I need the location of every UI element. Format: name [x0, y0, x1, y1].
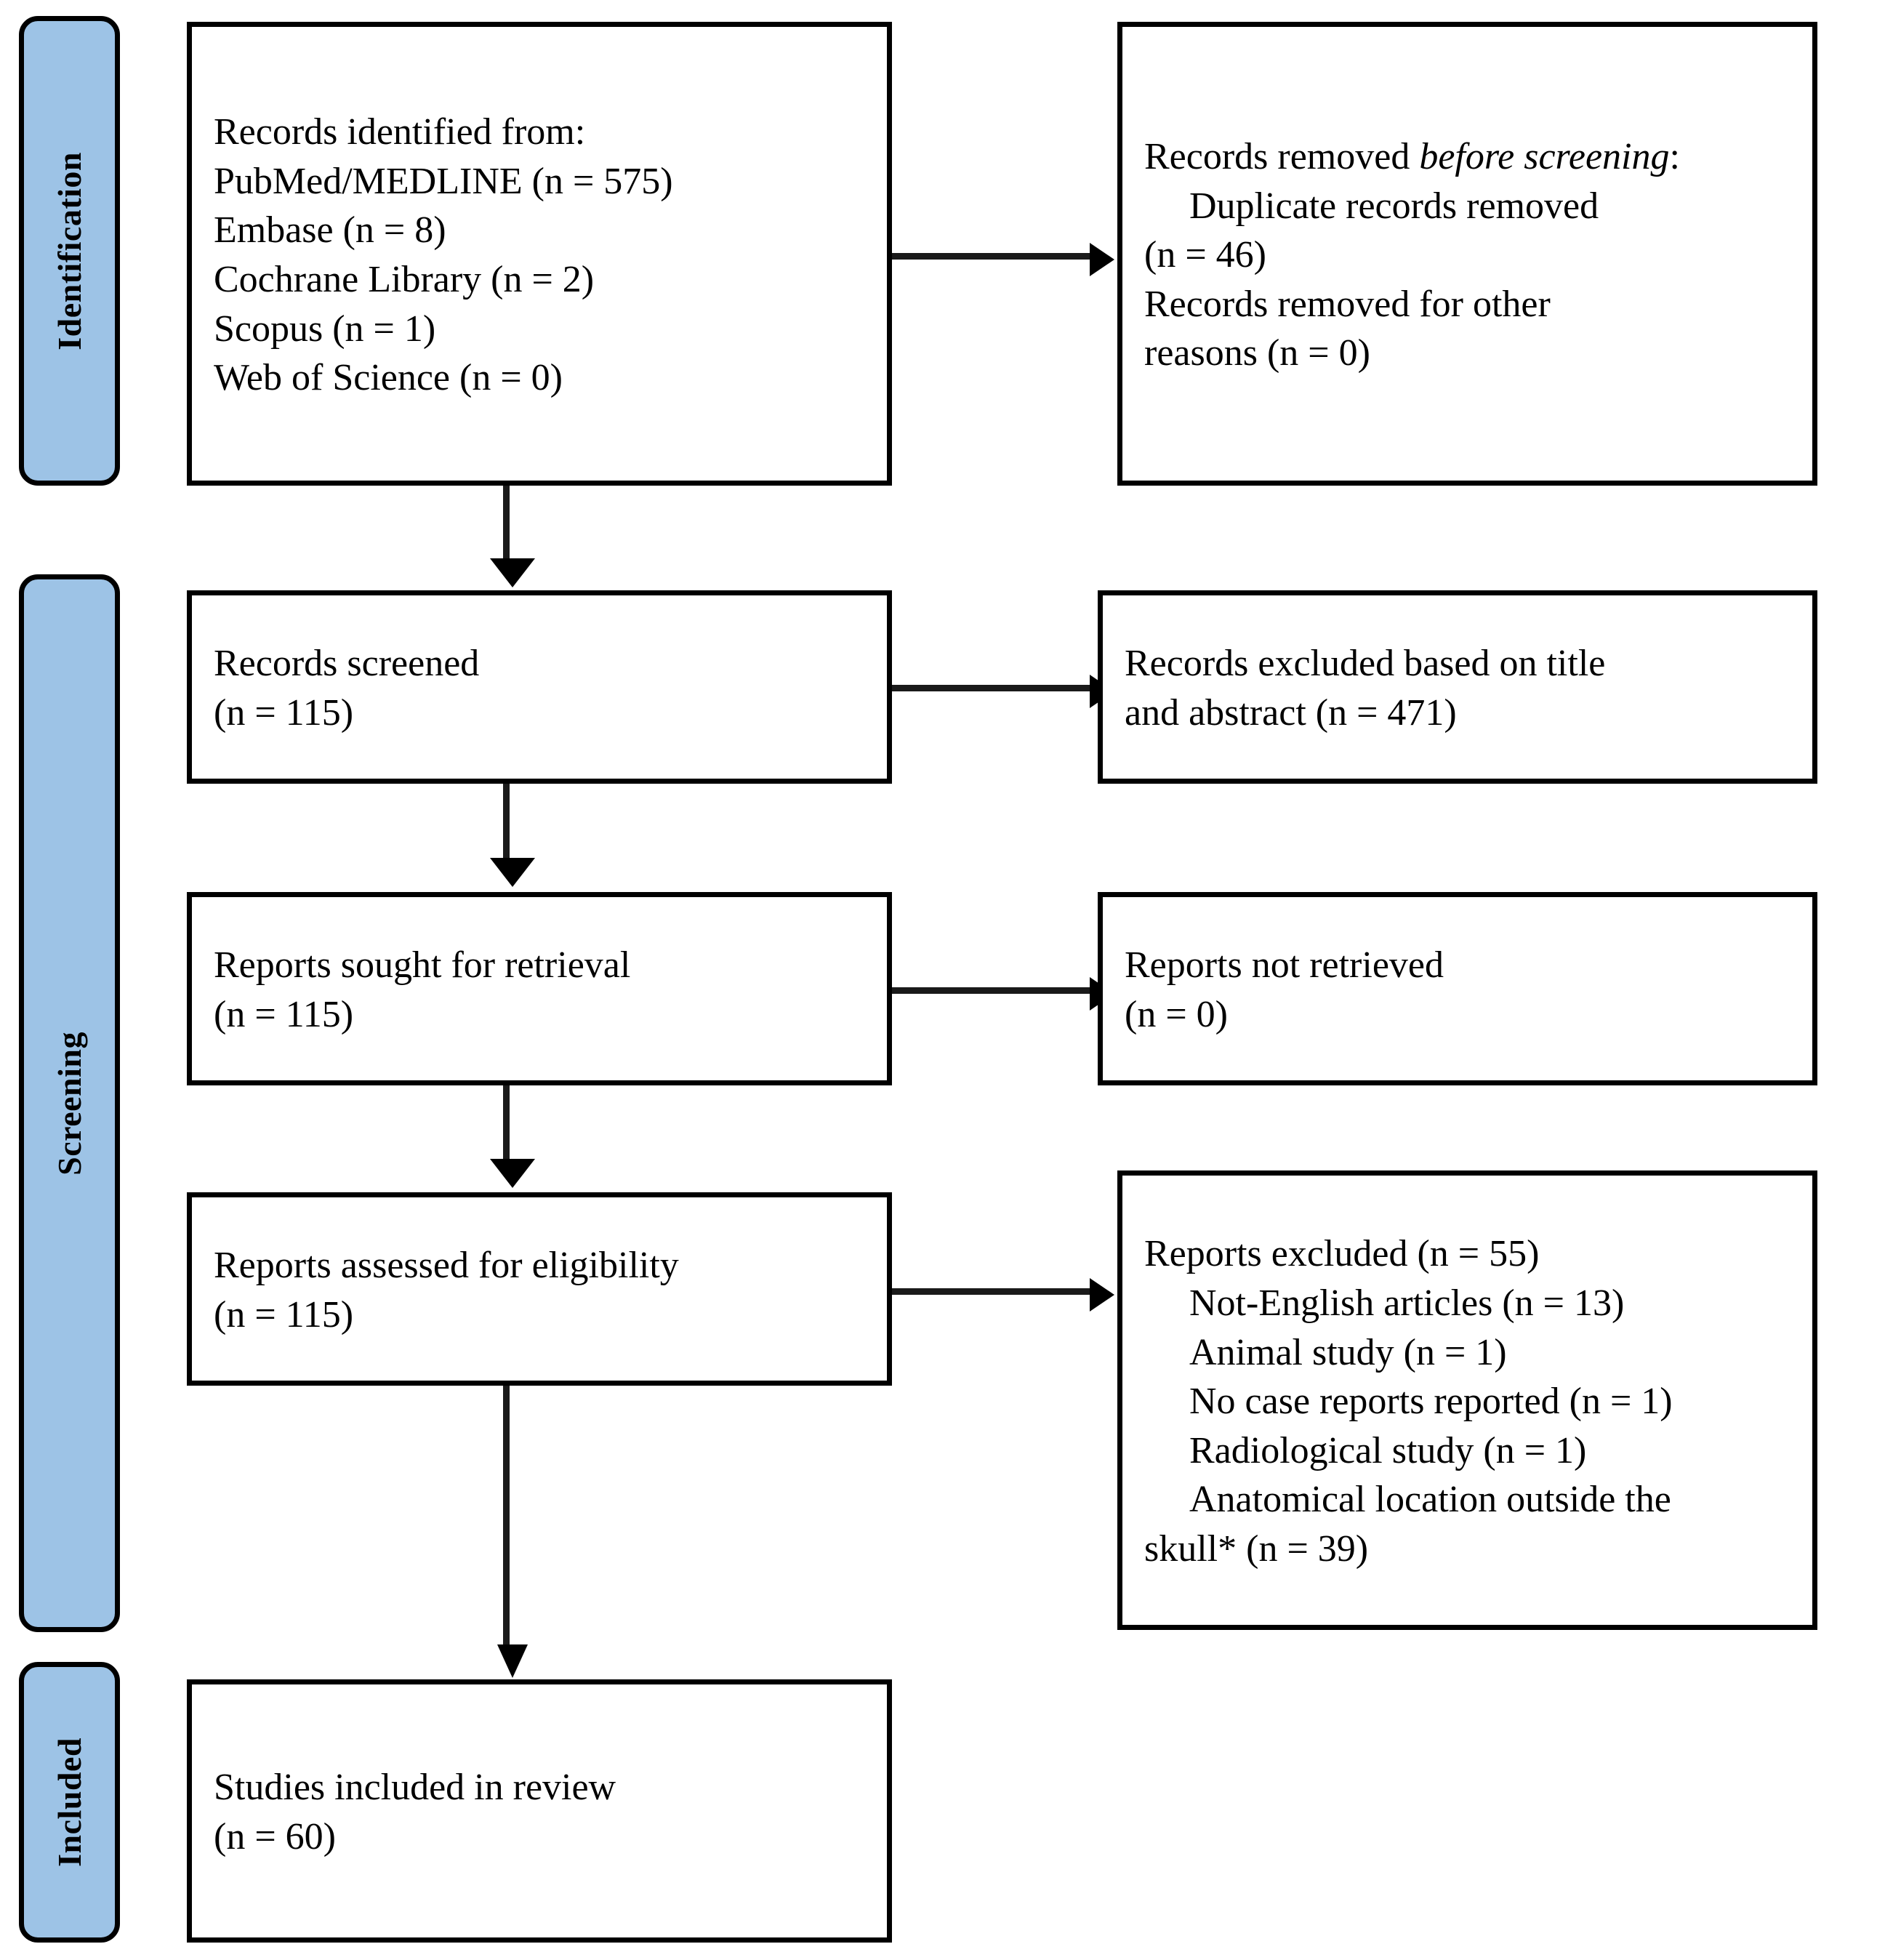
records-removed-heading-italic: before screening	[1419, 136, 1670, 178]
stage-label-identification: Identification	[50, 151, 88, 350]
reports-excluded-reason-5: skull* (n = 39)	[1144, 1527, 1369, 1570]
reports-excluded-heading: Reports excluded (n = 55)	[1144, 1233, 1540, 1275]
arrow-assessed-to-included	[497, 1386, 528, 1678]
box-records-identified: Records identified from: PubMed/MEDLINE …	[187, 22, 892, 486]
reports-not-retrieved-line-0: Reports not retrieved	[1125, 944, 1444, 987]
reports-excluded-reason-3: Radiological study (n = 1)	[1189, 1429, 1587, 1471]
arrow-sought-to-not-retrieved	[892, 977, 1114, 1011]
box-reports-not-retrieved: Reports not retrieved (n = 0)	[1098, 892, 1817, 1085]
reports-assessed-line-0: Reports assessed for eligibility	[214, 1245, 679, 1287]
records-identified-line-3: Cochrane Library (n = 2)	[214, 259, 595, 300]
box-studies-included-in-review: Studies included in review (n = 60)	[187, 1679, 892, 1943]
reports-excluded-reason-2: No case reports reported (n = 1)	[1189, 1381, 1673, 1423]
studies-included-line-1: (n = 60)	[214, 1816, 336, 1857]
stage-bar-identification: Identification	[19, 16, 120, 486]
stage-bar-included: Included	[19, 1662, 120, 1943]
records-screened-line-0: Records screened	[214, 643, 480, 685]
studies-included-line-0: Studies included in review	[214, 1767, 616, 1809]
reports-excluded-reason-4: Anatomical location outside the	[1189, 1479, 1671, 1521]
box-reports-assessed-for-eligibility: Reports assessed for eligibility (n = 11…	[187, 1192, 892, 1386]
records-excluded-ta-line-0: Records excluded based on title	[1125, 643, 1606, 685]
reports-sought-line-0: Reports sought for retrieval	[214, 944, 631, 987]
box-records-screened: Records screened (n = 115)	[187, 590, 892, 784]
arrow-identified-to-removed	[892, 243, 1114, 276]
records-identified-line-2: Embase (n = 8)	[214, 209, 446, 252]
records-removed-line-0: Duplicate records removed	[1189, 185, 1599, 227]
records-identified-line-4: Scopus (n = 1)	[214, 308, 436, 350]
records-screened-line-1: (n = 115)	[214, 692, 354, 734]
records-removed-heading-prefix: Records removed	[1144, 136, 1420, 178]
records-excluded-ta-line-1: and abstract (n = 471)	[1125, 692, 1457, 734]
records-removed-heading: Records removed before screening:	[1144, 132, 1790, 182]
box-reports-excluded: Reports excluded (n = 55) Not-English ar…	[1117, 1170, 1817, 1630]
reports-excluded-reason-0: Not-English articles (n = 13)	[1189, 1282, 1625, 1325]
arrow-screened-to-sought	[490, 784, 535, 887]
stage-label-included: Included	[50, 1738, 88, 1867]
records-identified-line-1: PubMed/MEDLINE (n = 575)	[214, 160, 673, 202]
records-removed-line-3: reasons (n = 0)	[1144, 332, 1370, 374]
records-identified-line-0: Records identified from:	[214, 111, 586, 153]
records-removed-heading-suffix: :	[1669, 136, 1680, 178]
arrow-identified-to-screened	[490, 486, 535, 587]
reports-not-retrieved-line-1: (n = 0)	[1125, 994, 1228, 1035]
arrow-screened-to-excluded	[892, 675, 1114, 708]
arrow-assessed-to-reports-excluded	[892, 1278, 1114, 1312]
box-records-excluded-title-abstract: Records excluded based on title and abst…	[1098, 590, 1817, 784]
reports-sought-line-1: (n = 115)	[214, 994, 354, 1035]
stage-label-screening: Screening	[50, 1031, 88, 1176]
box-records-removed-before-screening: Records removed before screening: Duplic…	[1117, 22, 1817, 486]
arrow-sought-to-assessed	[490, 1085, 535, 1188]
stage-bar-screening: Screening	[19, 574, 120, 1632]
box-reports-sought-for-retrieval: Reports sought for retrieval (n = 115)	[187, 892, 892, 1085]
records-identified-line-5: Web of Science (n = 0)	[214, 357, 563, 399]
records-removed-line-1: (n = 46)	[1144, 234, 1266, 276]
reports-excluded-reason-1: Animal study (n = 1)	[1189, 1331, 1507, 1373]
reports-assessed-line-1: (n = 115)	[214, 1294, 354, 1336]
records-removed-line-2: Records removed for other	[1144, 283, 1551, 325]
